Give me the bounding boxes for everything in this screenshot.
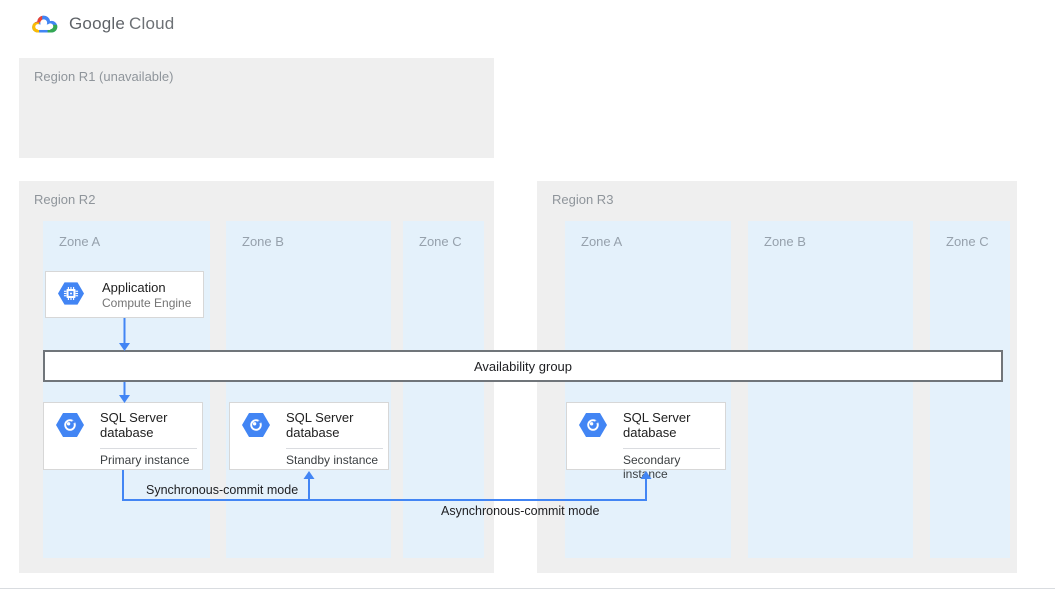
db-title: SQL Server database [286,410,354,440]
google-cloud-logo-icon [32,15,58,33]
zone-label: Zone A [59,234,101,249]
primary-db-card: SQL Server database Primary instance [43,402,203,470]
region-r3-label: Region R3 [552,192,614,207]
standby-db-card: SQL Server database Standby instance [229,402,389,470]
logo-google: Google [69,14,126,33]
db-instance-label: Primary instance [100,453,190,467]
availability-group-bar: Availability group [43,350,1003,382]
zone-label: Zone C [419,234,462,249]
region-r2-zone-c: Zone C [403,221,484,558]
application-card: Application Compute Engine [45,271,204,318]
availability-group-label: Availability group [473,358,573,374]
card-divider [623,448,720,449]
cloud-sql-icon [242,413,270,437]
card-divider [286,448,383,449]
zone-label: Zone A [581,234,623,249]
sync-commit-label: Synchronous-commit mode [146,483,299,497]
region-r2-zone-b: Zone B [226,221,391,558]
logo-cloud: Cloud [129,14,175,33]
region-r2-label: Region R2 [34,192,96,207]
cloud-sql-icon [56,413,84,437]
region-r3-zone-a: Zone A [565,221,731,558]
zone-label: Zone B [242,234,284,249]
card-divider [100,448,197,449]
region-r1: Region R1 (unavailable) [19,58,494,158]
compute-engine-icon [58,282,84,305]
zone-label: Zone C [946,234,989,249]
db-title: SQL Server database [623,410,691,440]
cloud-sql-icon [579,413,607,437]
db-instance-label: Secondary instance [623,453,681,481]
region-r3-zone-b: Zone B [748,221,913,558]
zone-label: Zone B [764,234,806,249]
application-title: Application [102,280,166,295]
region-r3-zone-c: Zone C [930,221,1010,558]
application-subtitle: Compute Engine [102,296,192,310]
db-title: SQL Server database [100,410,168,440]
async-commit-label: Asynchronous-commit mode [441,504,600,518]
secondary-db-card: SQL Server database Secondary instance [566,402,726,481]
db-instance-label: Standby instance [286,453,379,467]
region-r1-label: Region R1 (unavailable) [34,69,174,84]
